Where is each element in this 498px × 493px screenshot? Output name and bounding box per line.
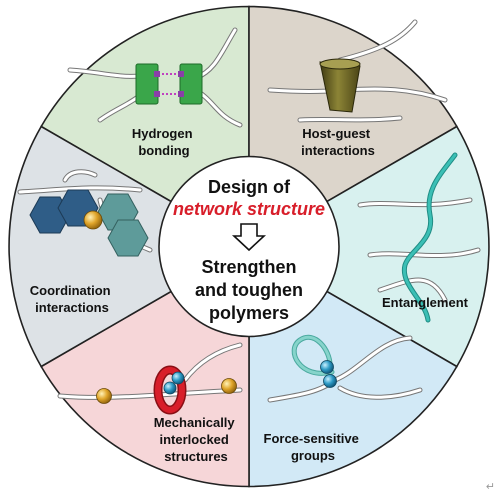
coordination-icon: [17, 169, 153, 257]
center-title-line2: network structure: [173, 199, 325, 219]
hydrogen-bond-icon: [67, 27, 243, 128]
label-force-sensitive: Force-sensitive groups: [264, 431, 363, 463]
label-mechanically-interlocked: Mechanically interlocked structures: [154, 415, 239, 464]
host-guest-icon: [267, 19, 448, 123]
entanglement-icon: [357, 152, 481, 323]
center-result-line3: polymers: [209, 303, 289, 323]
center-result-line1: Strengthen: [201, 257, 296, 277]
segment-entanglement: [247, 125, 490, 368]
label-hydrogen-bonding: Hydrogen bonding: [132, 126, 196, 158]
segment-entanglement-wedge: [247, 125, 490, 368]
label-entanglement: Entanglement: [382, 295, 469, 310]
center-title-line1: Design of: [208, 177, 291, 197]
label-coordination: Coordination interactions: [30, 283, 115, 315]
interlocked-icon: [57, 342, 243, 415]
label-host-guest: Host-guest interactions: [301, 126, 375, 158]
force-sensitive-icon: [267, 335, 423, 403]
return-mark-icon: ↵: [485, 480, 495, 493]
center-result-line2: and toughen: [195, 280, 303, 300]
hollow-down-arrow-icon: [231, 223, 267, 252]
